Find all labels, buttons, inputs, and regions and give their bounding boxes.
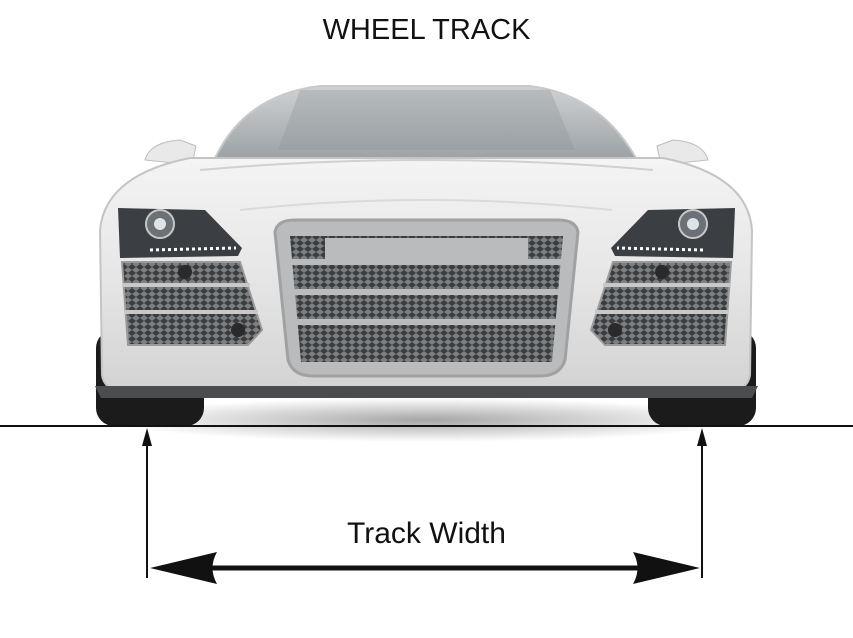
track-width-label: Track Width	[347, 517, 506, 550]
car-shadow	[106, 398, 746, 442]
right-air-intake	[589, 261, 733, 346]
left-wheel-center-arrow	[142, 428, 152, 578]
right-wheel-center-arrow	[697, 428, 707, 578]
diagram-title: WHEEL TRACK	[322, 14, 531, 46]
right-headlight	[611, 208, 735, 258]
left-headlight	[118, 208, 242, 258]
front-splitter	[95, 386, 758, 398]
track-width-arrow	[150, 552, 700, 584]
left-air-intake	[120, 261, 264, 346]
front-grille	[273, 218, 580, 378]
windshield	[213, 85, 638, 159]
